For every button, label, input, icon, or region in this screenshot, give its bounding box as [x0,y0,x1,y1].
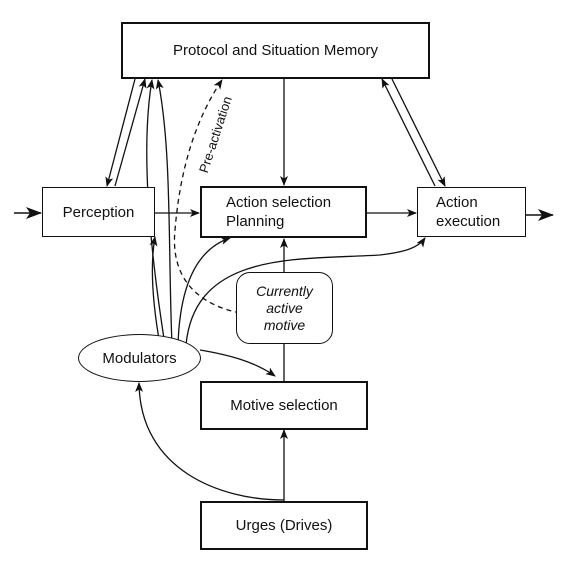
modulators-to-perception-arrow [149,236,161,346]
memory-to-execution-arrow [391,78,446,187]
memory-to-perception-arrow [105,78,136,187]
action-execution-box: Action execution [417,187,526,237]
currently-active-motive-label: Currently active motive [256,282,313,333]
modulators-ellipse: Modulators [78,334,201,382]
pre-activation-dashed-arrow [173,79,241,314]
modulators-to-motive-selection-arrow [199,349,276,377]
action-selection-label: Action selection Planning [226,194,332,230]
execution-to-memory-arrow [381,78,436,187]
action-execution-label: Action execution [436,194,501,230]
motive-selection-box: Motive selection [200,381,368,430]
modulators-to-memory-arrow-2 [155,79,173,346]
protocol-memory-label: Protocol and Situation Memory [172,42,379,59]
urges-label: Urges (Drives) [235,517,333,534]
action-selection-box: Action selection Planning [200,186,367,238]
urges-box: Urges (Drives) [200,501,368,550]
currently-active-motive-box: Currently active motive [236,272,333,344]
urges-to-modulators-arrow [135,382,285,501]
perception-label: Perception [62,203,135,221]
perception-box: Perception [42,187,155,237]
modulators-label: Modulators [102,349,177,367]
perception-to-memory-arrow [114,78,147,187]
modulators-to-execution-arrow [185,237,426,346]
modulators-to-action-selection-arrow [177,237,231,346]
motive-selection-label: Motive selection [230,397,338,414]
protocol-memory-box: Protocol and Situation Memory [121,22,430,79]
